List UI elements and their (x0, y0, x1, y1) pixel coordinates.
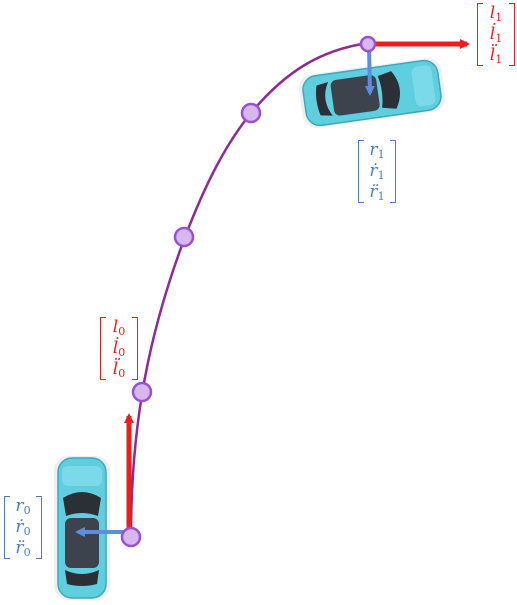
vector-row: l̈0 (112, 359, 126, 380)
vector-row: l̇0 (112, 338, 126, 359)
radial-arrow-end (364, 46, 375, 96)
waypoint-circle-icon (120, 526, 142, 548)
vector-row: ṙ1 (369, 161, 385, 182)
car-icon (54, 456, 110, 600)
car-icon (298, 58, 446, 128)
radial-state-vector-start: r0 ṙ0 r̈0 (4, 496, 42, 559)
waypoint-circle-icon (240, 102, 262, 124)
vector-row: r̈0 (15, 538, 31, 559)
vector-row: r̈1 (369, 182, 385, 203)
waypoint-circle-icon (173, 226, 195, 248)
vector-row: l̇1 (489, 24, 503, 45)
lateral-state-vector-start: l0 l̇0 l̈0 (100, 317, 138, 380)
waypoint-circle-icon (131, 381, 153, 403)
lateral-state-vector-end: l1 l̇1 l̈1 (477, 3, 515, 66)
waypoint-circle-icon (359, 35, 377, 53)
vector-row: r1 (369, 140, 385, 161)
vector-row: l0 (112, 317, 126, 338)
vector-row: l1 (489, 3, 503, 24)
radial-state-vector-end: r1 ṙ1 r̈1 (358, 140, 396, 203)
trajectory-curve (129, 39, 370, 538)
vector-row: l̈1 (489, 45, 503, 66)
vector-row: r0 (15, 496, 31, 517)
vector-row: ṙ0 (15, 517, 31, 538)
